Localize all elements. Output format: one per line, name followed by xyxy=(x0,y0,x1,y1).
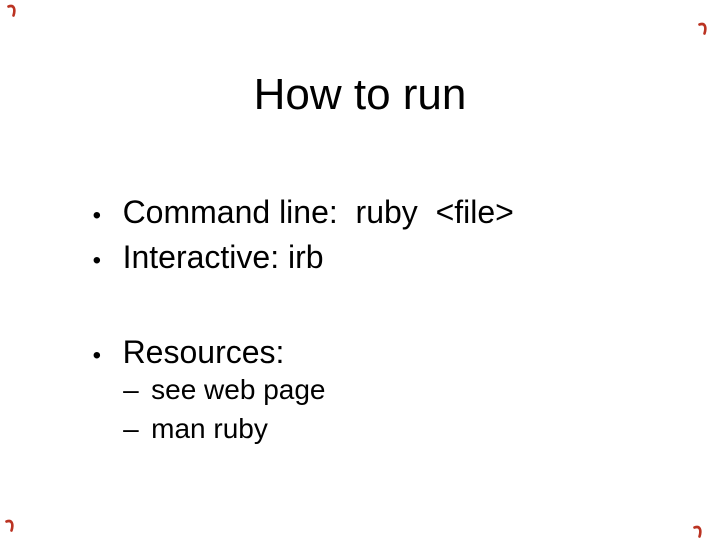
dash-marker-icon: – xyxy=(123,413,139,444)
sub-bullet-line-man-ruby: –man ruby xyxy=(92,387,268,471)
sub-bullet-text: man ruby xyxy=(151,413,268,444)
bullet-text: Resources: xyxy=(122,334,285,370)
bullet-dot-icon: • xyxy=(92,202,101,229)
corner-mark-bottom-left-icon xyxy=(5,519,14,532)
bullet-line-command: • Command line: ruby <file> xyxy=(57,164,514,260)
bullet-text: Interactive: irb xyxy=(122,239,324,275)
bullet-dot-icon: • xyxy=(92,247,101,274)
sub-bullet-text: see web page xyxy=(151,374,326,405)
bullet-line-interactive: • Interactive: irb xyxy=(57,209,324,305)
corner-mark-top-right-icon xyxy=(698,22,707,35)
sub-bullet-line-web-page: –see web page xyxy=(92,348,325,432)
dash-marker-icon: – xyxy=(123,374,139,405)
bullet-dot-icon: • xyxy=(92,342,101,369)
bullet-line-resources: • Resources: xyxy=(57,304,285,400)
corner-mark-top-left-icon xyxy=(7,4,16,17)
corner-mark-bottom-right-icon xyxy=(693,525,702,538)
bullet-text: Command line: ruby <file> xyxy=(122,194,514,230)
slide-title: How to run xyxy=(253,70,467,119)
